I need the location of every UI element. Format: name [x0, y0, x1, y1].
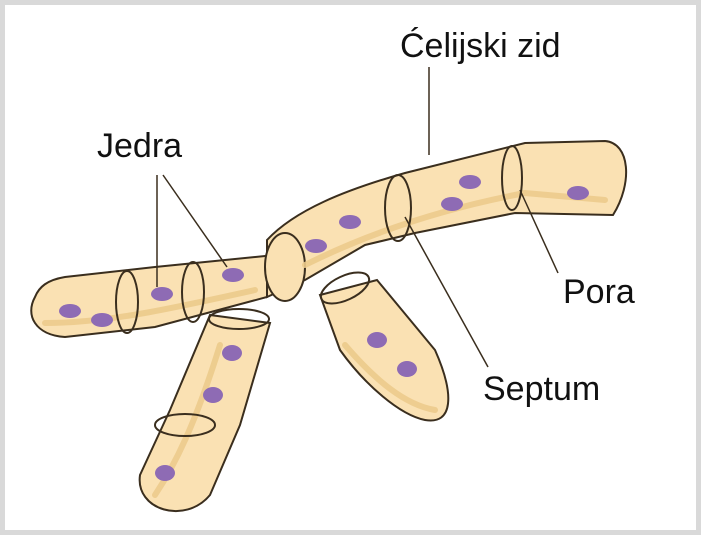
label-pore: Pora	[563, 273, 635, 311]
nucleus	[59, 304, 81, 318]
nucleus	[567, 186, 589, 200]
leader-line-nuclei	[163, 175, 227, 267]
label-nuclei: Jedra	[97, 127, 182, 165]
nucleus	[367, 332, 387, 348]
nucleus	[441, 197, 463, 211]
nucleus	[222, 345, 242, 361]
nucleus	[222, 268, 244, 282]
nucleus	[397, 361, 417, 377]
label-septum: Septum	[483, 370, 600, 408]
nucleus	[203, 387, 223, 403]
hypha-junction	[265, 233, 305, 301]
nucleus	[91, 313, 113, 327]
hypha-lower-right-branch	[320, 280, 448, 421]
nucleus	[305, 239, 327, 253]
hypha-lower-left-branch	[140, 315, 270, 511]
nucleus	[339, 215, 361, 229]
hyphae-diagram: Ćelijski zid Jedra Pora Septum	[5, 5, 696, 530]
nucleus	[151, 287, 173, 301]
nucleus	[155, 465, 175, 481]
nucleus	[459, 175, 481, 189]
label-cell-wall: Ćelijski zid	[400, 27, 561, 65]
